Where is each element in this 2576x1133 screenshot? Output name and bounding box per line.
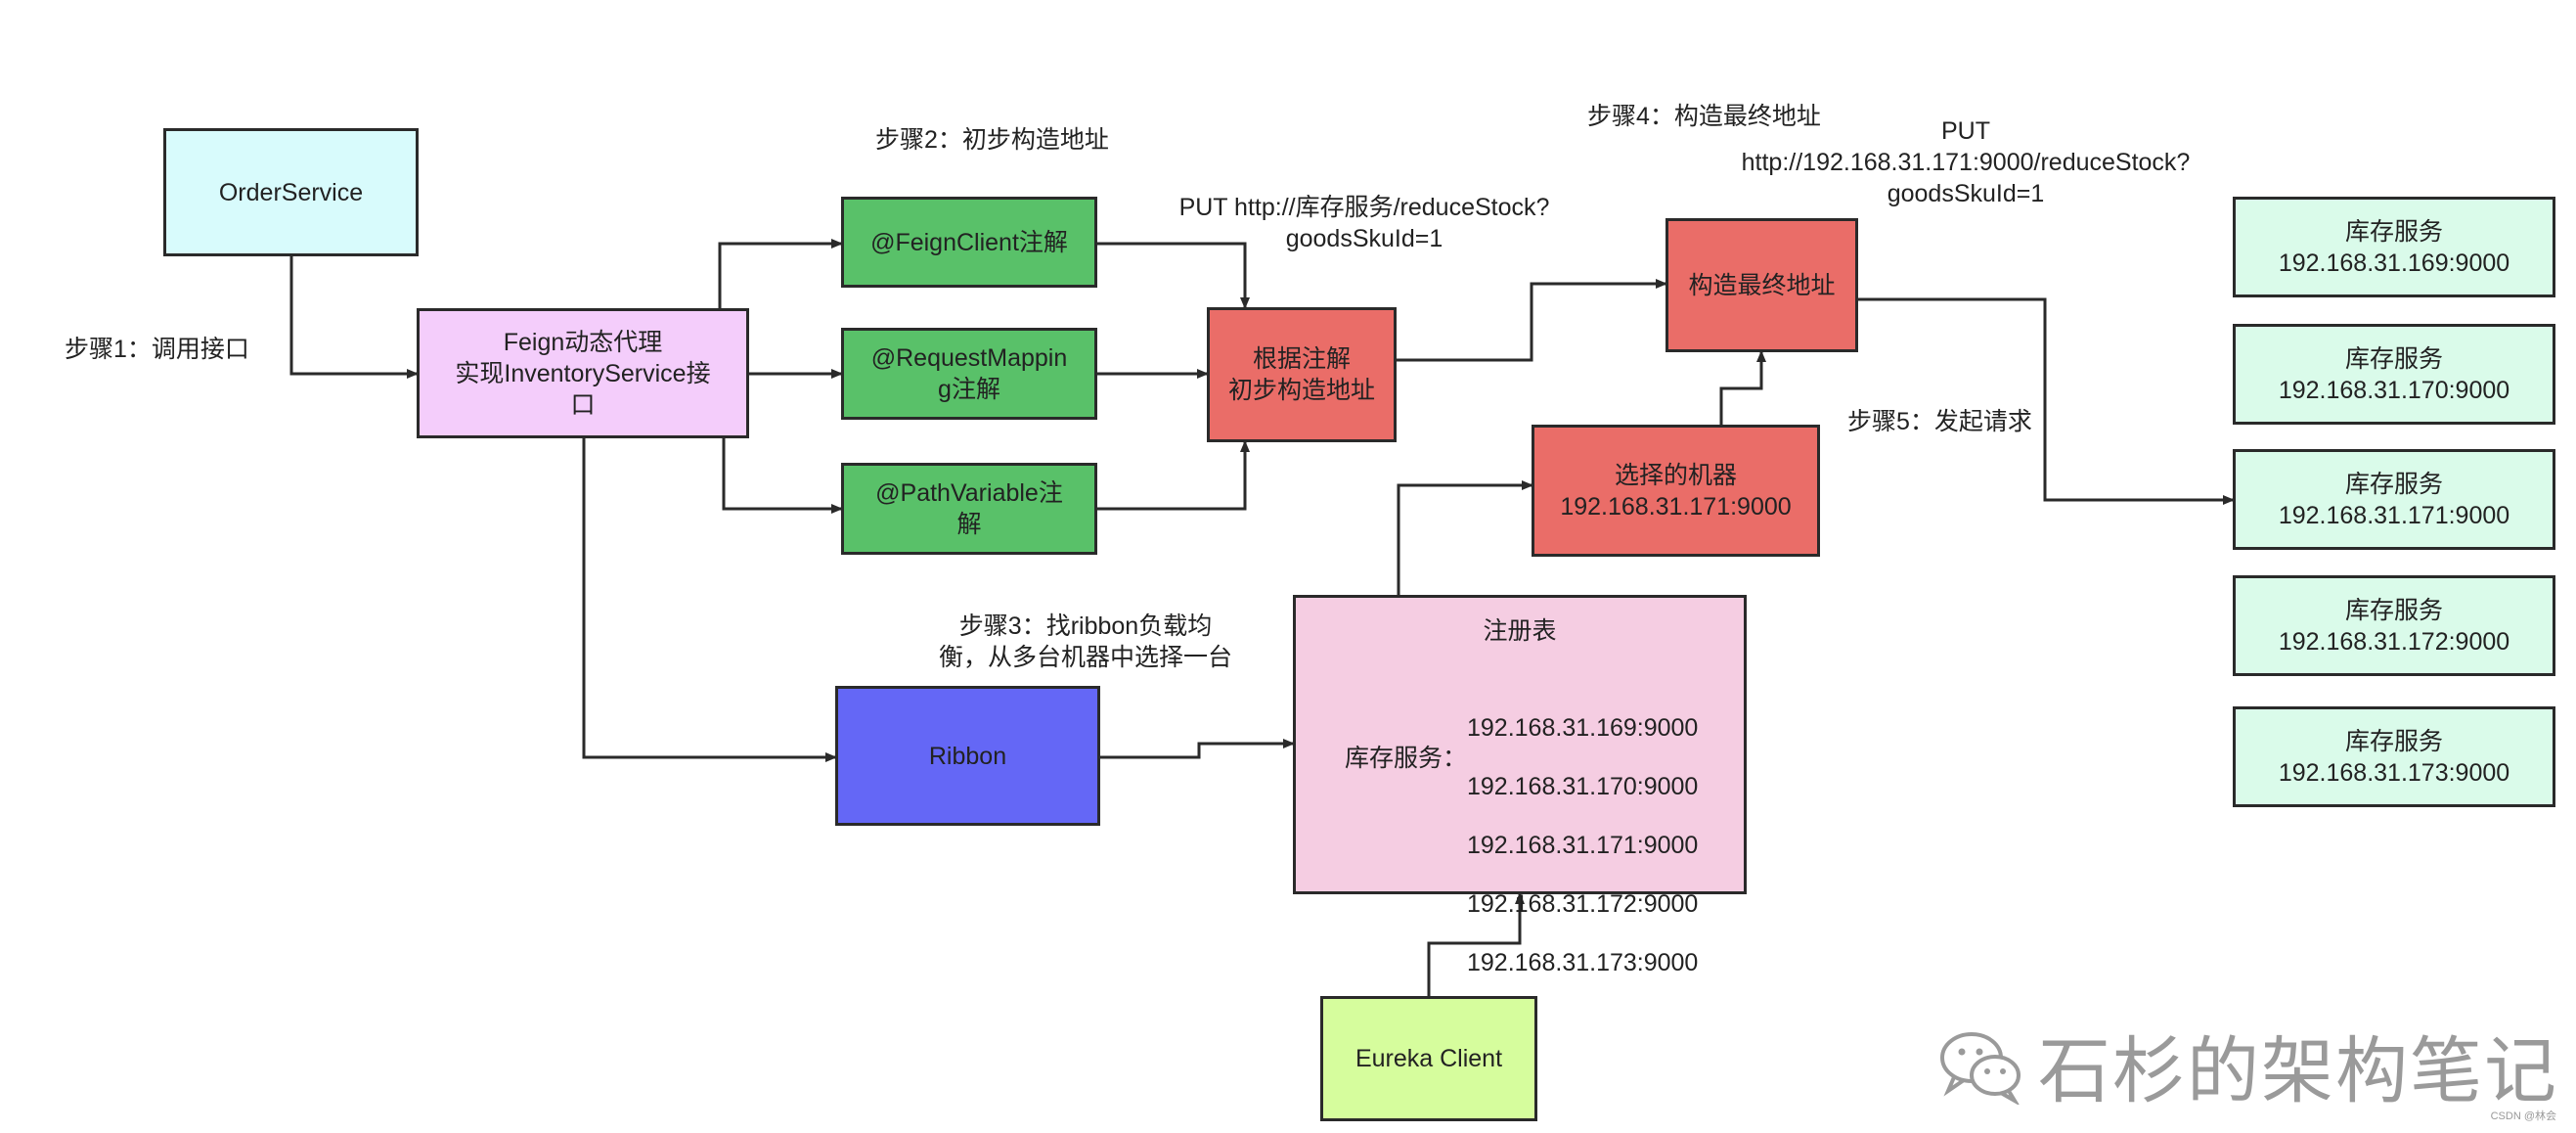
inventory-server-171: 库存服务 192.168.31.171:9000	[2233, 449, 2555, 550]
step5-label: 步骤5：发起请求	[1847, 408, 2032, 435]
step4-label: 步骤4：构造最终地址	[1587, 103, 1821, 130]
registry-address: 192.168.31.171:9000	[1467, 832, 1699, 859]
feign-client-annotation-node: @FeignClient注解	[841, 197, 1097, 288]
selected-machine-node: 选择的机器 192.168.31.171:9000	[1532, 425, 1820, 557]
arrow-machine-to-final	[1719, 350, 1766, 425]
arrow-eureka-to-registry	[1427, 892, 1525, 996]
path-variable-annotation-node: @PathVariable注 解	[841, 463, 1097, 555]
arrow-pathvariable-to-build	[1097, 440, 1250, 511]
arrow-final-to-server171	[1858, 297, 2235, 505]
arrow-feignclient-to-build	[1097, 242, 1250, 309]
registry-address: 192.168.31.172:9000	[1467, 890, 1699, 918]
eureka-client-node: Eureka Client	[1320, 996, 1537, 1121]
order-service-node: OrderService	[163, 128, 419, 256]
inventory-server-173: 库存服务 192.168.31.173:9000	[2233, 706, 2555, 807]
arrow-order-to-feign	[289, 256, 419, 379]
step3-label: 步骤3：找ribbon负载均 衡，从多台机器中选择一台	[938, 612, 1232, 671]
request-mapping-annotation-node: @RequestMappin g注解	[841, 328, 1097, 420]
registry-address: 192.168.31.169:9000	[1467, 714, 1699, 742]
inventory-server-170: 库存服务 192.168.31.170:9000	[2233, 324, 2555, 425]
build-initial-address-node: 根据注解 初步构造地址	[1207, 307, 1397, 442]
arrow-build-to-final	[1397, 279, 1667, 362]
registry-address: 192.168.31.173:9000	[1467, 949, 1699, 976]
credit-text: CSDN @林会	[2490, 1110, 2556, 1122]
put-final-url-label: PUT http://192.168.31.171:9000/reduceSto…	[1741, 117, 2191, 207]
watermark: 石杉的架构笔记	[1936, 1013, 2558, 1117]
watermark-text: 石杉的架构笔记	[2038, 1029, 2558, 1113]
feign-proxy-node: Feign动态代理 实现InventoryService接 口	[417, 308, 749, 438]
ribbon-node: Ribbon	[835, 686, 1100, 826]
arrow-feign-to-pathvariable	[722, 438, 843, 514]
step1-label: 步骤1：调用接口	[65, 336, 249, 363]
arrow-feign-to-feignclient	[718, 239, 843, 308]
arrow-registry-to-machine	[1397, 480, 1533, 595]
inventory-server-169: 库存服务 192.168.31.169:9000	[2233, 197, 2555, 297]
arrow-ribbon-to-registry	[1100, 739, 1295, 759]
put-initial-url-label: PUT http://库存服务/reduceStock? goodsSkuId=…	[1178, 194, 1550, 252]
registry-title: 注册表	[1483, 617, 1557, 645]
registry-service-label: 库存服务：	[1345, 745, 1468, 772]
registry-address-list: 192.168.31.169:9000 192.168.31.170:9000 …	[1467, 684, 1698, 1007]
inventory-server-172: 库存服务 192.168.31.172:9000	[2233, 575, 2555, 676]
registry-node: 注册表 库存服务： 192.168.31.169:9000 192.168.31…	[1293, 595, 1747, 976]
step2-label: 步骤2：初步构造地址	[875, 126, 1109, 154]
build-final-address-node: 构造最终地址	[1666, 218, 1858, 352]
arrow-feign-to-ribbon	[582, 438, 837, 762]
wechat-icon	[1940, 1031, 2021, 1105]
registry-address: 192.168.31.170:9000	[1467, 773, 1699, 800]
